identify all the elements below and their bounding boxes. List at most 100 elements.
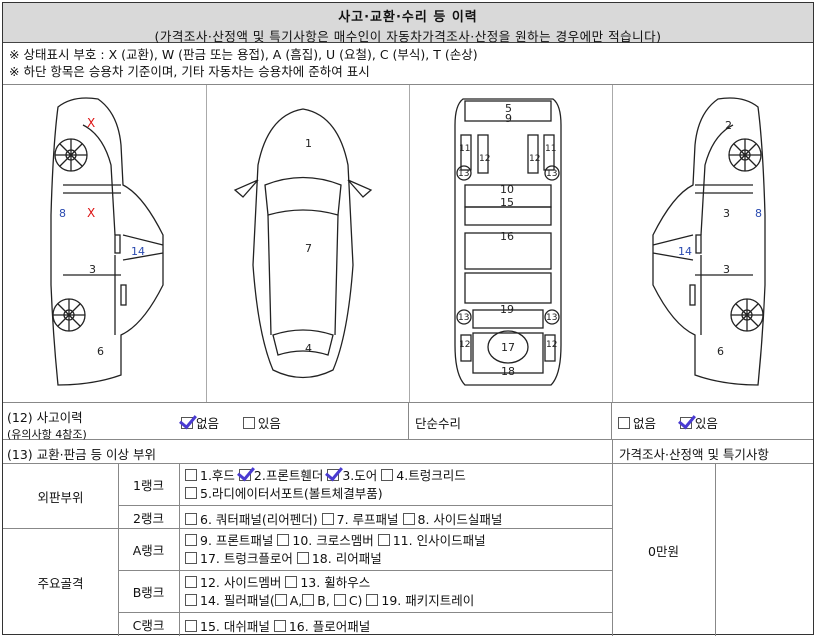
trunk-lid-checkbox[interactable] bbox=[381, 469, 394, 481]
svg-text:12: 12 bbox=[459, 340, 470, 350]
pillar-a-label: A, bbox=[289, 593, 303, 608]
simple-repair-label: 단순수리 bbox=[409, 403, 612, 439]
price-header: 가격조사·산정액 및 특기사항 bbox=[612, 440, 813, 463]
repair-none-label: 없음 bbox=[633, 416, 657, 431]
radiator-support-label: 5.라디에이터서포트(볼트체결부품) bbox=[200, 486, 383, 501]
side-sill-checkbox[interactable] bbox=[402, 513, 415, 525]
svg-text:13: 13 bbox=[458, 169, 469, 179]
accident-exists-checkbox[interactable] bbox=[242, 417, 255, 429]
svg-text:8: 8 bbox=[59, 207, 66, 220]
svg-text:10: 10 bbox=[500, 183, 514, 196]
repair-options: 없음 있음 bbox=[612, 403, 813, 439]
right-side-view bbox=[652, 97, 766, 386]
quarter-panel-label: 6. 쿼터패널(리어펜더) bbox=[200, 512, 318, 527]
svg-text:12: 12 bbox=[529, 154, 540, 164]
frame-group-label: 주요골격 bbox=[37, 576, 84, 591]
mark-x: X bbox=[87, 116, 95, 130]
section13-header-row: (13) 교환·판금 등 이상 부위 가격조사·산정액 및 특기사항 bbox=[3, 440, 813, 464]
rankA-items: 9. 프론트패널 10. 크로스멤버 11. 인사이드패널 17. 트렁크플로어… bbox=[179, 529, 612, 571]
accident-history-row: (12) 사고이력 (유의사항 4참조) 없음 있음 단순수리 없음 있음 bbox=[3, 403, 813, 441]
quarter-panel-checkbox[interactable] bbox=[185, 513, 197, 525]
pillar-panel-label: 14. 필러패널( bbox=[200, 593, 275, 608]
form-title: 사고·교환·수리 등 이력 bbox=[338, 10, 478, 25]
svg-text:3: 3 bbox=[89, 263, 96, 276]
outer-group-label: 외판부위 bbox=[3, 464, 118, 529]
svg-text:8: 8 bbox=[755, 207, 762, 220]
form-subtitle: (가격조사·산정액 및 특기사항은 매수인이 자동차가격조사·산정을 원하는 경… bbox=[154, 29, 662, 44]
accident-options: 없음 있음 bbox=[181, 403, 409, 439]
accident-sublabel: (유의사항 4참조) bbox=[7, 428, 87, 441]
dash-panel-label: 15. 대쉬패널 bbox=[200, 619, 270, 634]
car-diagram-panel: X X 1 2 3 3 3 4 5 6 6 7 8 8 9 10 11 11 bbox=[3, 85, 813, 403]
front-panel-checkbox[interactable] bbox=[185, 534, 197, 546]
accident-none-checkbox[interactable] bbox=[181, 417, 193, 429]
front-fender-checkbox[interactable] bbox=[238, 469, 251, 481]
svg-text:17: 17 bbox=[501, 341, 515, 354]
roof-panel-checkbox[interactable] bbox=[321, 513, 334, 525]
pillar-b-label: B, bbox=[317, 593, 330, 608]
side-member-checkbox[interactable] bbox=[185, 576, 197, 588]
parts-table: 외판부위 주요골격 1랭크 1.후드 2.프론트휀더 3.도어 4.트렁크리드 … bbox=[3, 464, 813, 636]
svg-text:5: 5 bbox=[505, 102, 512, 115]
svg-text:19: 19 bbox=[500, 303, 514, 316]
roof-panel-label: 7. 루프패널 bbox=[336, 512, 399, 527]
pillar-c-label: C) bbox=[348, 593, 363, 608]
floor-panel-label: 16. 플로어패널 bbox=[288, 619, 371, 634]
svg-text:3: 3 bbox=[723, 263, 730, 276]
diagram-divider bbox=[409, 85, 410, 402]
rear-panel-checkbox[interactable] bbox=[296, 552, 309, 564]
accident-none-label: 없음 bbox=[196, 416, 220, 431]
rank1-items: 1.후드 2.프론트휀더 3.도어 4.트렁크리드 5.라디에이터서포트(볼트체… bbox=[179, 464, 612, 506]
inside-panel-checkbox[interactable] bbox=[377, 534, 390, 546]
section13-label: (13) 교환·판금 등 이상 부위 bbox=[7, 447, 157, 462]
door-checkbox[interactable] bbox=[327, 469, 340, 481]
svg-text:1: 1 bbox=[305, 137, 312, 150]
pillar-c-checkbox[interactable] bbox=[333, 594, 346, 606]
cross-member-label: 10. 크로스멤버 bbox=[292, 533, 374, 548]
accident-label: (12) 사고이력 bbox=[7, 410, 83, 425]
hood-label: 1.후드 bbox=[200, 468, 235, 483]
trunk-floor-checkbox[interactable] bbox=[185, 552, 197, 564]
hood-checkbox[interactable] bbox=[185, 469, 197, 481]
pillar-a-checkbox[interactable] bbox=[274, 594, 287, 606]
svg-text:13: 13 bbox=[546, 169, 557, 179]
floor-panel-checkbox[interactable] bbox=[273, 620, 286, 632]
wheel-icon bbox=[52, 298, 86, 332]
rankB-label: B랭크 bbox=[118, 571, 179, 613]
wheel-icon bbox=[730, 298, 764, 332]
radiator-support-checkbox[interactable] bbox=[185, 487, 197, 499]
wheel-house-label: 13. 휠하우스 bbox=[300, 575, 371, 590]
svg-text:6: 6 bbox=[97, 345, 104, 358]
repair-none-checkbox[interactable] bbox=[618, 417, 630, 429]
cross-member-checkbox[interactable] bbox=[277, 534, 290, 546]
front-fender-label: 2.프론트휀더 bbox=[253, 468, 324, 483]
top-view bbox=[233, 108, 373, 379]
rankC-label: C랭크 bbox=[132, 618, 165, 633]
rank1-label: 1랭크 bbox=[118, 464, 179, 506]
part-number-labels: 1 2 3 3 3 4 5 6 6 7 8 8 9 10 11 11 12 12… bbox=[59, 102, 762, 378]
pillar-panel-checkbox[interactable] bbox=[185, 594, 197, 606]
package-tray-checkbox[interactable] bbox=[366, 594, 379, 606]
rank2-items: 6. 쿼터패널(리어펜더) 7. 루프패널 8. 사이드실패널 bbox=[179, 506, 612, 529]
wheel-icon bbox=[728, 138, 762, 172]
wheel-house-checkbox[interactable] bbox=[285, 576, 298, 588]
repair-exists-checkbox[interactable] bbox=[679, 417, 692, 429]
repair-exists-label: 있음 bbox=[694, 416, 718, 431]
svg-text:7: 7 bbox=[305, 242, 312, 255]
damage-marks: X X bbox=[87, 116, 95, 220]
svg-text:12: 12 bbox=[479, 154, 490, 164]
mark-x: X bbox=[87, 206, 95, 220]
underbody-view bbox=[454, 98, 562, 386]
svg-text:15: 15 bbox=[500, 196, 514, 209]
svg-text:14: 14 bbox=[131, 245, 145, 258]
front-panel-label: 9. 프론트패널 bbox=[200, 533, 274, 548]
wheel-icon bbox=[54, 138, 88, 172]
svg-text:14: 14 bbox=[678, 245, 692, 258]
inside-panel-label: 11. 인사이드패널 bbox=[392, 533, 486, 548]
side-sill-label: 8. 사이드실패널 bbox=[417, 512, 503, 527]
dash-panel-checkbox[interactable] bbox=[185, 620, 197, 632]
pillar-b-checkbox[interactable] bbox=[302, 594, 315, 606]
legend-line-2: ※ 하단 항목은 승용차 기준이며, 기타 자동차는 승용차에 준하여 표시 bbox=[9, 64, 370, 79]
form-header: 사고·교환·수리 등 이력 (가격조사·산정액 및 특기사항은 매수인이 자동차… bbox=[3, 3, 813, 44]
